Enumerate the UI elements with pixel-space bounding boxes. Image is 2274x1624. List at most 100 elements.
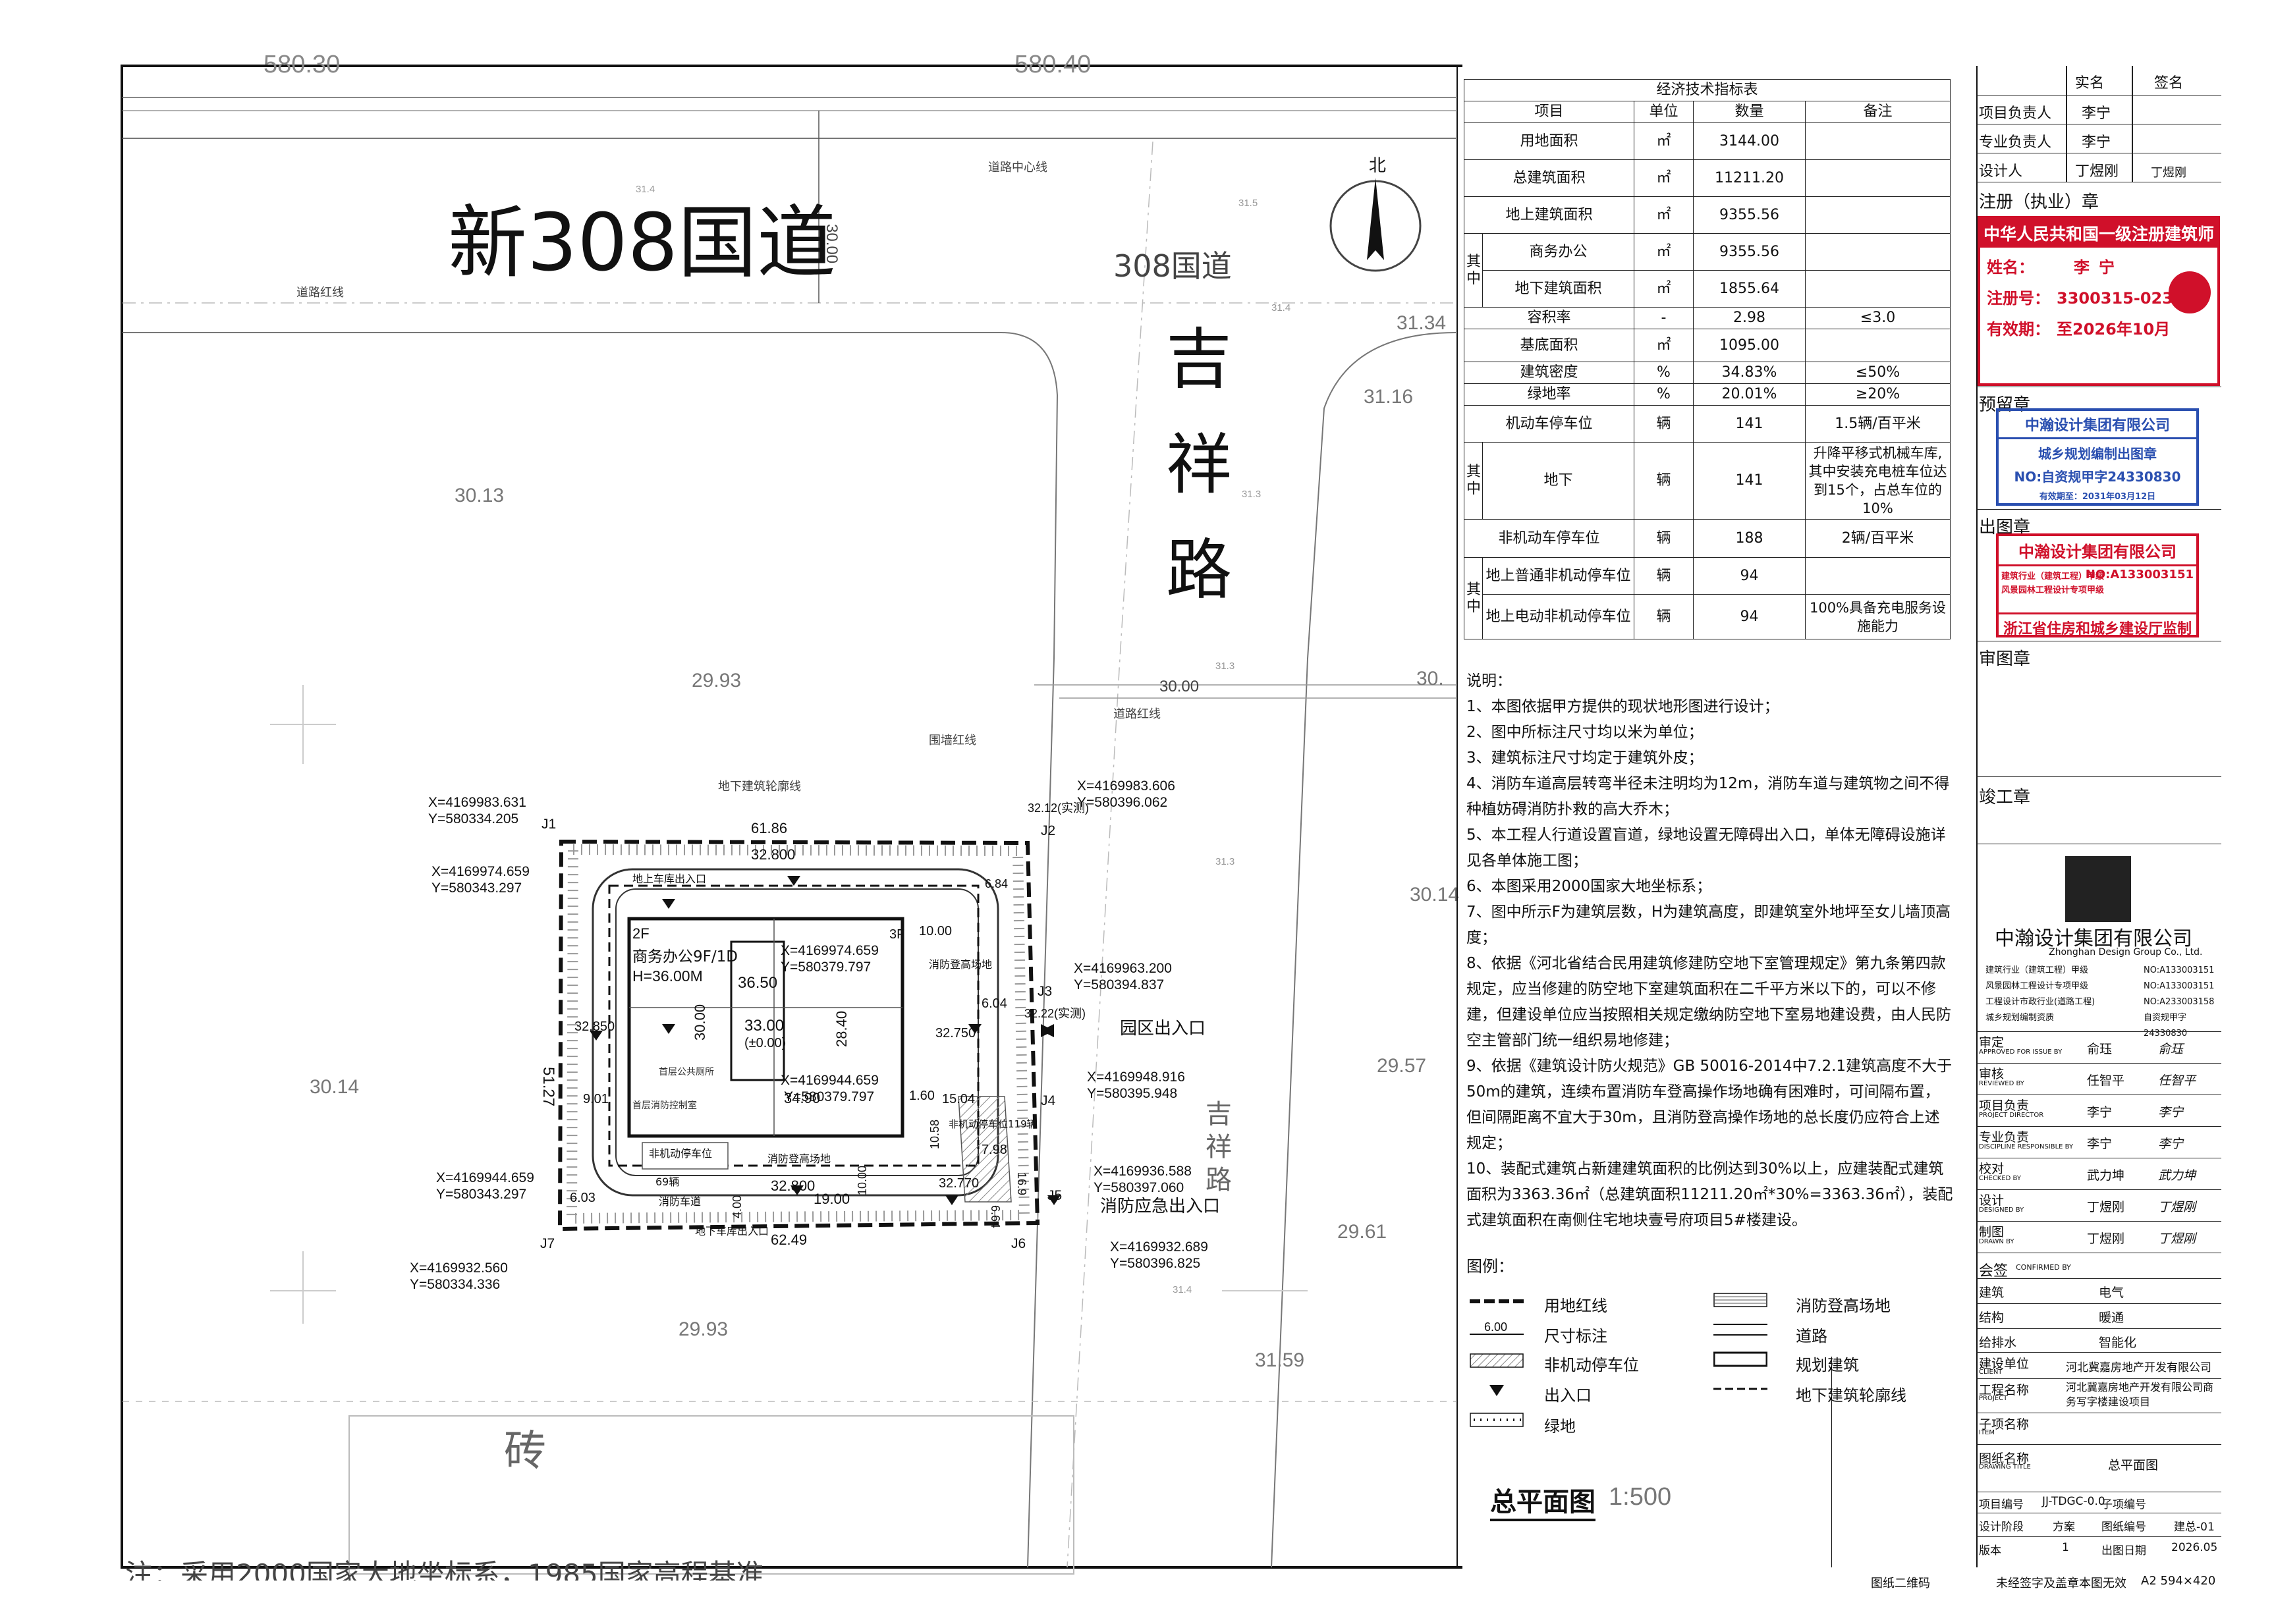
table-cell: 商务办公 <box>1482 233 1634 271</box>
spot-level: 31.16 <box>1364 386 1413 408</box>
approval-signature: 李宁 <box>2158 1105 2184 1120</box>
fire-site-label: 消防登高场地 <box>767 1152 831 1165</box>
approval-role: 设计 <box>1979 1193 2005 1208</box>
bld-tag: 2F <box>632 925 650 942</box>
nonmotor-label: 非机动停车位119辆 <box>949 1118 1037 1130</box>
bld-dim: 34.90 <box>784 1090 820 1106</box>
out-stamp: 中瀚设计集团有限公司 建筑行业（建筑工程）甲级 风景园林工程设计专项甲级 NO:… <box>1996 533 2199 637</box>
out-stamp-line: 建筑行业（建筑工程）甲级 <box>2001 572 2105 582</box>
note-item: 10、装配式建筑占新建建筑面积的比例达到30%以上，应建装配式建筑面积为3363… <box>1466 1160 1953 1229</box>
legend-label: 规划建筑 <box>1796 1356 1859 1374</box>
reg-name-label: 姓名： <box>1987 258 2034 277</box>
coord-x: X=4169944.659 <box>781 1073 879 1088</box>
table-cell: 升降平移式机械车库,其中安装充电桩车位达到15个，占总车位的10% <box>1805 442 1951 520</box>
table-cell: 总建筑面积 <box>1464 159 1634 197</box>
reg-no-label: 注册号： <box>1987 289 2050 308</box>
small-level: 31.3 <box>1215 856 1234 867</box>
table-cell: ㎡ <box>1634 122 1694 160</box>
qual-name: 风景园林工程设计专项甲级 <box>1985 981 2089 991</box>
spot-level: 30.13 <box>455 485 504 506</box>
table-cell: % <box>1634 362 1694 384</box>
drawing-label: 图纸名称 <box>1979 1451 2030 1466</box>
approval-signature: 任智平 <box>2158 1073 2196 1088</box>
legend-label: 地下建筑轮廓线 <box>1796 1386 1906 1405</box>
brick-label: 砖 <box>504 1427 546 1476</box>
table-cell: 用地面积 <box>1464 122 1634 160</box>
reg-valid-label: 有效期： <box>1987 320 2050 338</box>
reg-valid: 至2026年10月 <box>2057 320 2171 338</box>
nonmotor-count: 69辆 <box>655 1176 679 1188</box>
entrance-label: 园区出入口 <box>1120 1019 1206 1039</box>
reg-name: 李宁 <box>2074 258 2124 277</box>
site-dim: 7.98 <box>982 1143 1007 1157</box>
bld-tag: 3F <box>889 927 904 942</box>
site-dim: 32.750 <box>935 1026 976 1041</box>
table-cell: 其中 <box>1464 233 1483 308</box>
coord-x: X=4169932.560 <box>410 1260 508 1276</box>
title-block: 实名 签名 项目负责人 李宁 专业负责人 李宁 设计人 丁煜刚 丁煜刚 注册（执… <box>1976 66 2221 1567</box>
sub-no-label: 子项编号 <box>2101 1498 2146 1511</box>
sign-name: 李宁 <box>2082 134 2111 151</box>
approval-name: 李宁 <box>2087 1105 2113 1120</box>
table-cell: 地上普通非机动停车位 <box>1482 557 1634 595</box>
table-cell: 建筑密度 <box>1464 362 1634 384</box>
sign-signature: 丁煜刚 <box>2151 166 2186 180</box>
drawing-title: 总平面图 <box>1490 1480 1595 1521</box>
project-label: 工程名称 <box>1979 1383 2030 1397</box>
legend-label: 消防登高场地 <box>1796 1297 1891 1315</box>
coord-y: Y=580343.297 <box>436 1187 526 1202</box>
table-cell: 地下建筑面积 <box>1482 270 1634 308</box>
table-header: 备注 <box>1805 101 1951 123</box>
qual-name: 建筑行业（建筑工程）甲级 <box>1985 965 2089 975</box>
bld-dim: 28.40 <box>833 1011 850 1047</box>
site-dim: 6.04 <box>982 996 1007 1011</box>
table-cell: 地上电动非机动停车位 <box>1482 594 1634 639</box>
site-dim: 10.58 <box>928 1120 941 1149</box>
table-cell: ≤3.0 <box>1805 307 1951 329</box>
site-dim: 32.22(实测) <box>1024 1007 1086 1020</box>
coord-id: J3 <box>1038 984 1052 999</box>
table-cell: 1.5辆/百平米 <box>1805 405 1951 443</box>
site-dim: 19.00 <box>814 1191 850 1207</box>
spot-level: 31.59 <box>1255 1349 1304 1371</box>
reg-stamp-label: 注册（执业）章 <box>1979 192 2099 212</box>
approval-name: 任智平 <box>2087 1073 2125 1088</box>
approval-role-en: CHECKED BY <box>1979 1175 2021 1182</box>
table-cell: 绿地率 <box>1464 383 1634 406</box>
legend-symbol-entrance <box>1489 1385 1504 1396</box>
legend-symbol-dim: 6.00 <box>1470 1321 1524 1335</box>
small-level: 31.4 <box>1271 302 1290 313</box>
note-item: 3、建筑标注尺寸均定于建筑外皮； <box>1466 749 1704 767</box>
reg-stamp: 中华人民共和国一级注册建筑师 姓名：李宁 注册号：3300315-023 有效期… <box>1978 216 2220 386</box>
coord-id: J6 <box>1011 1236 1026 1251</box>
table-cell: 20.01% <box>1693 383 1806 406</box>
table-cell: 100%具备充电服务设施能力 <box>1805 594 1951 639</box>
small-level: 31.4 <box>636 184 655 195</box>
bld-height: H=36.00M <box>632 967 703 985</box>
leader-label: 道路红线 <box>1113 707 1161 721</box>
road-label-char: 吉 <box>1166 321 1232 398</box>
sign-role: 项目负责人 <box>1979 105 2052 122</box>
road-label-char: 祥 <box>1166 426 1232 503</box>
table-cell: 基底面积 <box>1464 329 1634 362</box>
out-stamp-line: 风景园林工程设计专项甲级 <box>2001 585 2105 595</box>
reg-no: 3300315-023 <box>2057 289 2173 308</box>
small-level: 31.3 <box>1242 489 1261 500</box>
hq-item: 暖通 <box>2099 1311 2124 1325</box>
grid-label: 580.40 <box>1014 51 1091 78</box>
qual-no: NO:A133003151 <box>2144 981 2215 991</box>
table-cell: 11211.20 <box>1693 159 1806 197</box>
approval-name: 李宁 <box>2087 1137 2113 1151</box>
version-label: 版本 <box>1979 1544 2001 1557</box>
emblem-icon <box>2169 271 2211 313</box>
coord-id: J1 <box>541 817 556 832</box>
note-item: 7、图中所示F为建筑层数，H为建筑高度，即建筑室外地坪至女儿墙顶高度； <box>1466 904 1951 946</box>
table-cell: ㎡ <box>1634 233 1694 271</box>
approval-signature: 李宁 <box>2158 1137 2184 1151</box>
approval-signature: 武力坤 <box>2158 1168 2196 1183</box>
small-level: 31.4 <box>1173 1284 1192 1295</box>
